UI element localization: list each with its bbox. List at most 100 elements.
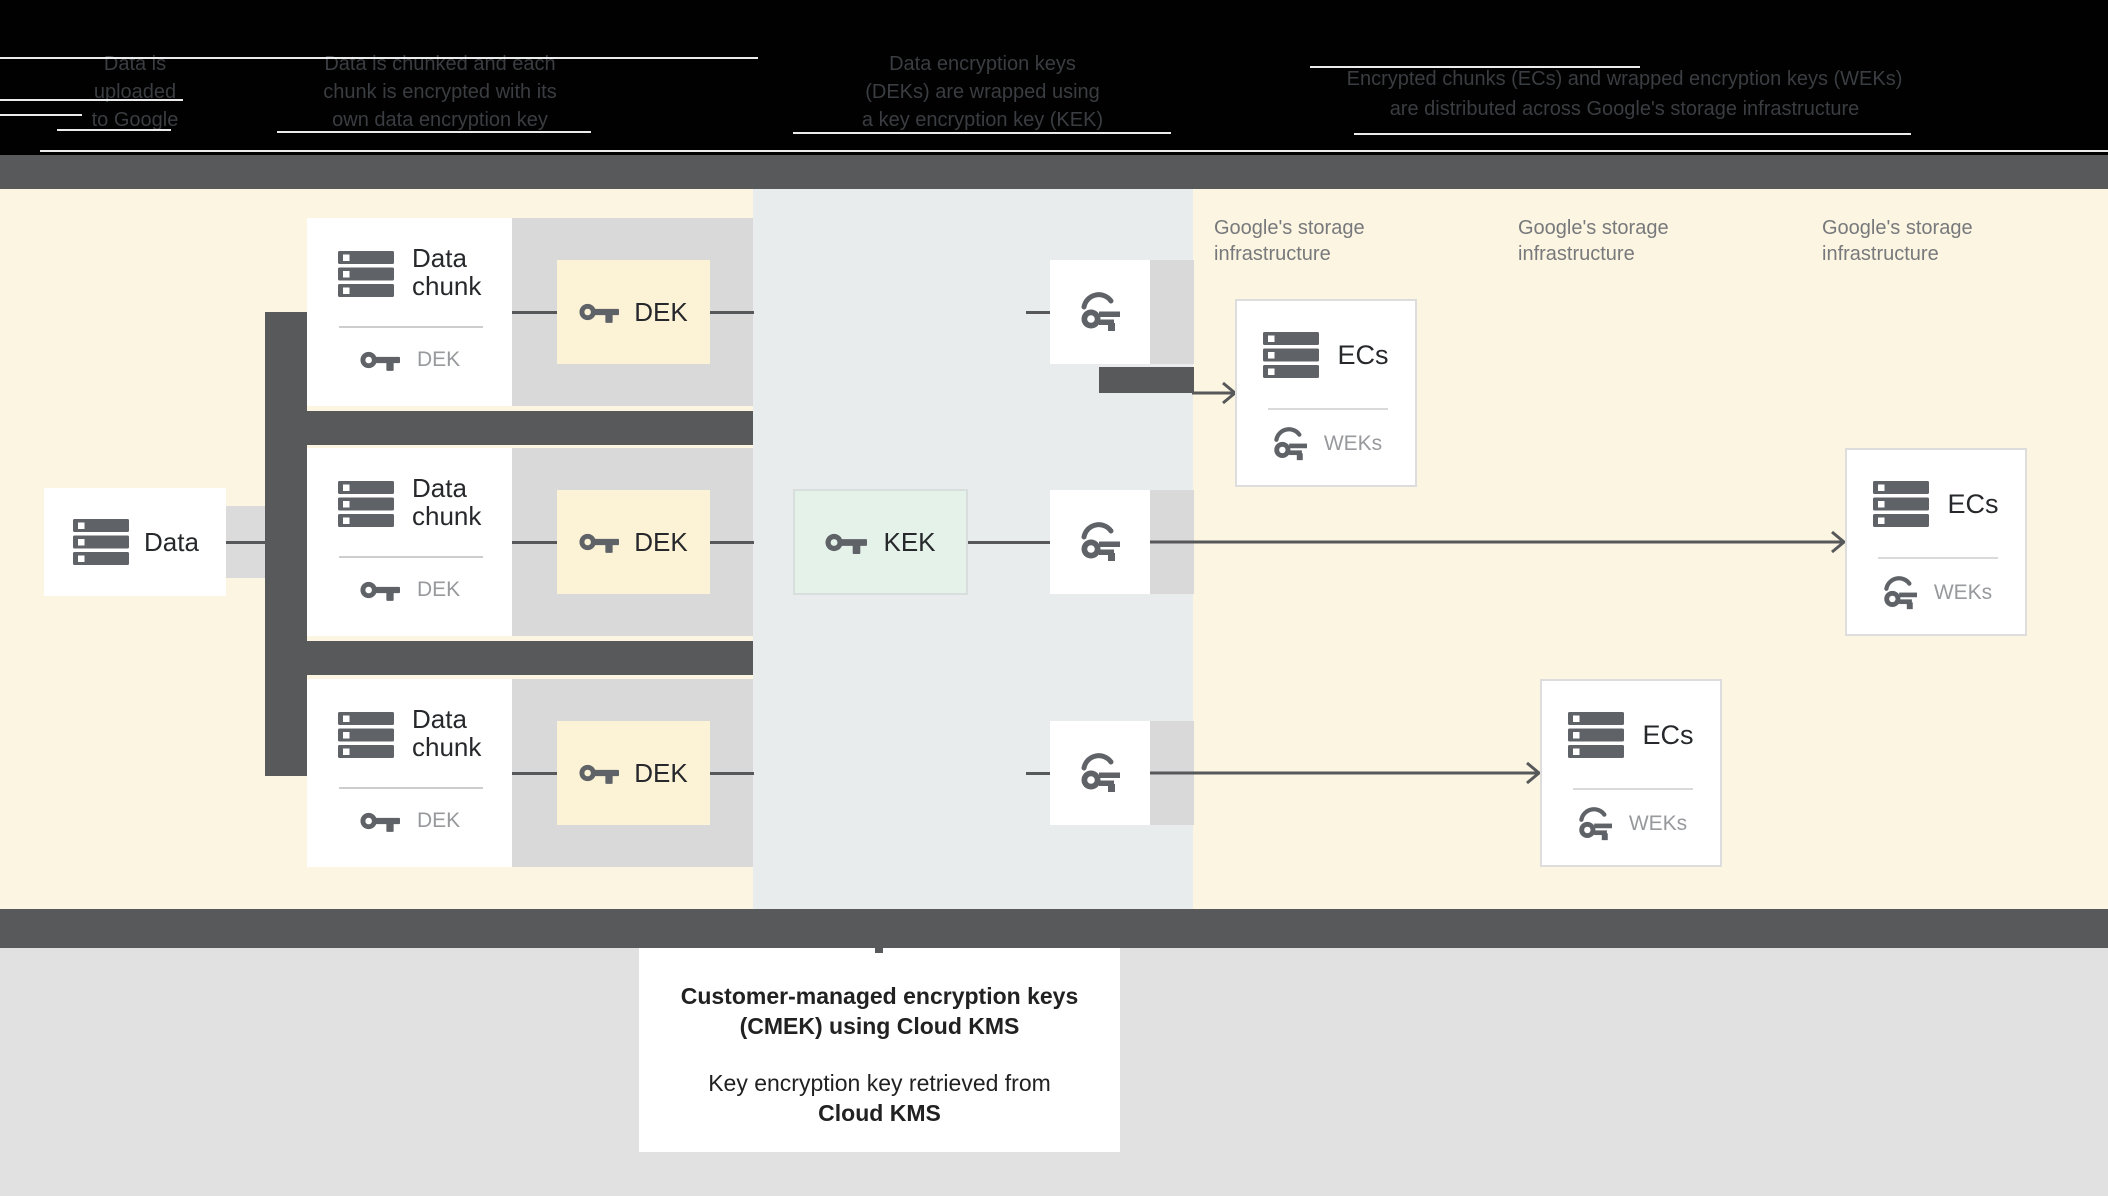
ecs-divider bbox=[1268, 408, 1388, 410]
ecs-title-row: ECs bbox=[1847, 481, 2025, 527]
header-text-line: (DEKs) are wrapped using bbox=[865, 81, 1100, 103]
key-icon bbox=[579, 764, 620, 784]
connector-line bbox=[710, 772, 754, 775]
header-step-distributed: Encrypted chunks (ECs) and wrapped encry… bbox=[1312, 64, 1937, 124]
key-icon bbox=[825, 533, 868, 554]
chunk-divider bbox=[339, 326, 483, 328]
chunk-dek-label: DEK bbox=[417, 809, 461, 832]
weks-label: WEKs bbox=[1628, 812, 1688, 835]
ecs-box: ECs WEKs bbox=[1540, 679, 1722, 867]
connector-line bbox=[710, 541, 754, 544]
artifact-line bbox=[57, 129, 171, 131]
data-chunk-title: Data chunk bbox=[412, 244, 481, 300]
tree-bar bbox=[265, 411, 753, 445]
wrapped-key-box bbox=[1050, 490, 1150, 594]
data-box: Data bbox=[44, 488, 226, 596]
storage-label-line: infrastructure bbox=[1822, 243, 1939, 265]
artifact-line bbox=[277, 131, 591, 133]
header-step-upload: Data is uploaded to Google bbox=[35, 50, 235, 134]
data-chunk-title: Data chunk bbox=[412, 474, 481, 530]
artifact-line bbox=[0, 57, 758, 59]
chunk-title-line: Data bbox=[412, 243, 467, 273]
header-text-line: chunk is encrypted with its bbox=[323, 81, 557, 103]
ecs-label: ECs bbox=[1642, 719, 1694, 750]
ecs-label: ECs bbox=[1947, 488, 1999, 519]
header-text-line: Encrypted chunks (ECs) and wrapped encry… bbox=[1346, 68, 1903, 90]
artifact-line bbox=[0, 114, 82, 116]
chunk-dek-row: DEK bbox=[360, 809, 460, 833]
dek-label: DEK bbox=[634, 757, 688, 788]
storage-label-line: Google's storage bbox=[1518, 217, 1669, 239]
storage-infrastructure-label: Google's storage infrastructure bbox=[1822, 215, 2082, 267]
connector-line bbox=[1026, 772, 1050, 775]
key-icon bbox=[360, 581, 400, 601]
chunk-dek-label: DEK bbox=[417, 578, 461, 601]
header-text-line: Data is chunked and each bbox=[324, 53, 556, 75]
chunk-divider bbox=[339, 787, 483, 789]
tree-bar bbox=[265, 641, 753, 675]
header-text-line: a key encryption key (KEK) bbox=[861, 109, 1104, 131]
database-icon bbox=[1873, 481, 1930, 527]
header-text-line: Data is bbox=[103, 53, 167, 75]
connector-line bbox=[512, 541, 557, 544]
arrow-to-ecs-3 bbox=[1150, 530, 1847, 554]
database-icon bbox=[338, 481, 394, 527]
header-step-wrapped: Data encryption keys (DEKs) are wrapped … bbox=[790, 50, 1175, 134]
ecs-title-row: ECs bbox=[1542, 712, 1720, 758]
key-icon bbox=[360, 812, 400, 832]
ecs-label: ECs bbox=[1337, 339, 1389, 370]
ecs-title-row: ECs bbox=[1237, 332, 1415, 378]
cmek-note-line: Key encryption key retrieved from bbox=[708, 1070, 1051, 1096]
header-background bbox=[0, 0, 2108, 155]
database-icon bbox=[73, 519, 129, 565]
top-divider-band bbox=[0, 155, 2108, 189]
wrapped-key-icon bbox=[1579, 807, 1612, 841]
data-box-label: Data bbox=[144, 526, 199, 557]
artifact-line bbox=[1354, 133, 1911, 135]
cmek-note-line: (CMEK) using Cloud KMS bbox=[739, 1013, 1020, 1039]
tree-trunk bbox=[265, 312, 307, 776]
ecs-box: ECs WEKs bbox=[1845, 448, 2027, 636]
arrow-to-ecs-1 bbox=[1192, 381, 1238, 405]
ecs-weks-row: WEKs bbox=[1237, 427, 1415, 461]
weks-label: WEKs bbox=[1933, 581, 1993, 604]
header-text-line: are distributed across Google's storage … bbox=[1389, 98, 1860, 120]
dek-box: DEK bbox=[557, 490, 710, 594]
cmek-note-line: Cloud KMS bbox=[818, 1100, 941, 1126]
wrapped-key-icon bbox=[1081, 522, 1120, 561]
storage-infrastructure-label: Google's storage infrastructure bbox=[1214, 215, 1474, 267]
database-icon bbox=[1263, 332, 1320, 378]
data-chunk-box: Data chunk DEK bbox=[307, 448, 512, 636]
weks-label: WEKs bbox=[1323, 432, 1383, 455]
wrapped-key-output-block bbox=[1099, 367, 1194, 393]
band-notch bbox=[875, 948, 883, 953]
ecs-divider bbox=[1878, 557, 1998, 559]
storage-label-line: infrastructure bbox=[1214, 243, 1331, 265]
connector-line bbox=[512, 311, 557, 314]
data-chunk-box: Data chunk DEK bbox=[307, 218, 512, 406]
storage-label-line: Google's storage bbox=[1214, 217, 1365, 239]
cmek-note-line: Customer-managed encryption keys bbox=[680, 983, 1079, 1009]
chunk-title-line: chunk bbox=[412, 501, 482, 531]
wrapped-key-icon bbox=[1884, 576, 1917, 610]
artifact-line bbox=[793, 132, 1171, 134]
connector-line bbox=[968, 541, 1050, 544]
connector-line bbox=[1026, 311, 1050, 314]
data-chunk-title: Data chunk bbox=[412, 705, 481, 761]
wrapped-key-box bbox=[1050, 260, 1150, 364]
artifact-line bbox=[40, 150, 2108, 152]
header-step-chunked: Data is chunked and each chunk is encryp… bbox=[285, 50, 595, 134]
bottom-divider-band bbox=[0, 909, 2108, 948]
ecs-weks-row: WEKs bbox=[1847, 576, 2025, 610]
chunk-title-line: Data bbox=[412, 704, 467, 734]
header-text-line: own data encryption key bbox=[332, 109, 548, 131]
arrow-to-ecs-2 bbox=[1150, 761, 1542, 785]
dek-box: DEK bbox=[557, 260, 710, 364]
chunk-dek-row: DEK bbox=[360, 348, 460, 372]
wrapped-key-icon bbox=[1081, 292, 1120, 331]
database-icon bbox=[1568, 712, 1625, 758]
header-text-line: Data encryption keys bbox=[889, 53, 1076, 75]
chunk-dek-label: DEK bbox=[417, 348, 461, 371]
chunk-dek-row: DEK bbox=[360, 578, 460, 602]
wrapped-key-icon bbox=[1081, 753, 1120, 792]
